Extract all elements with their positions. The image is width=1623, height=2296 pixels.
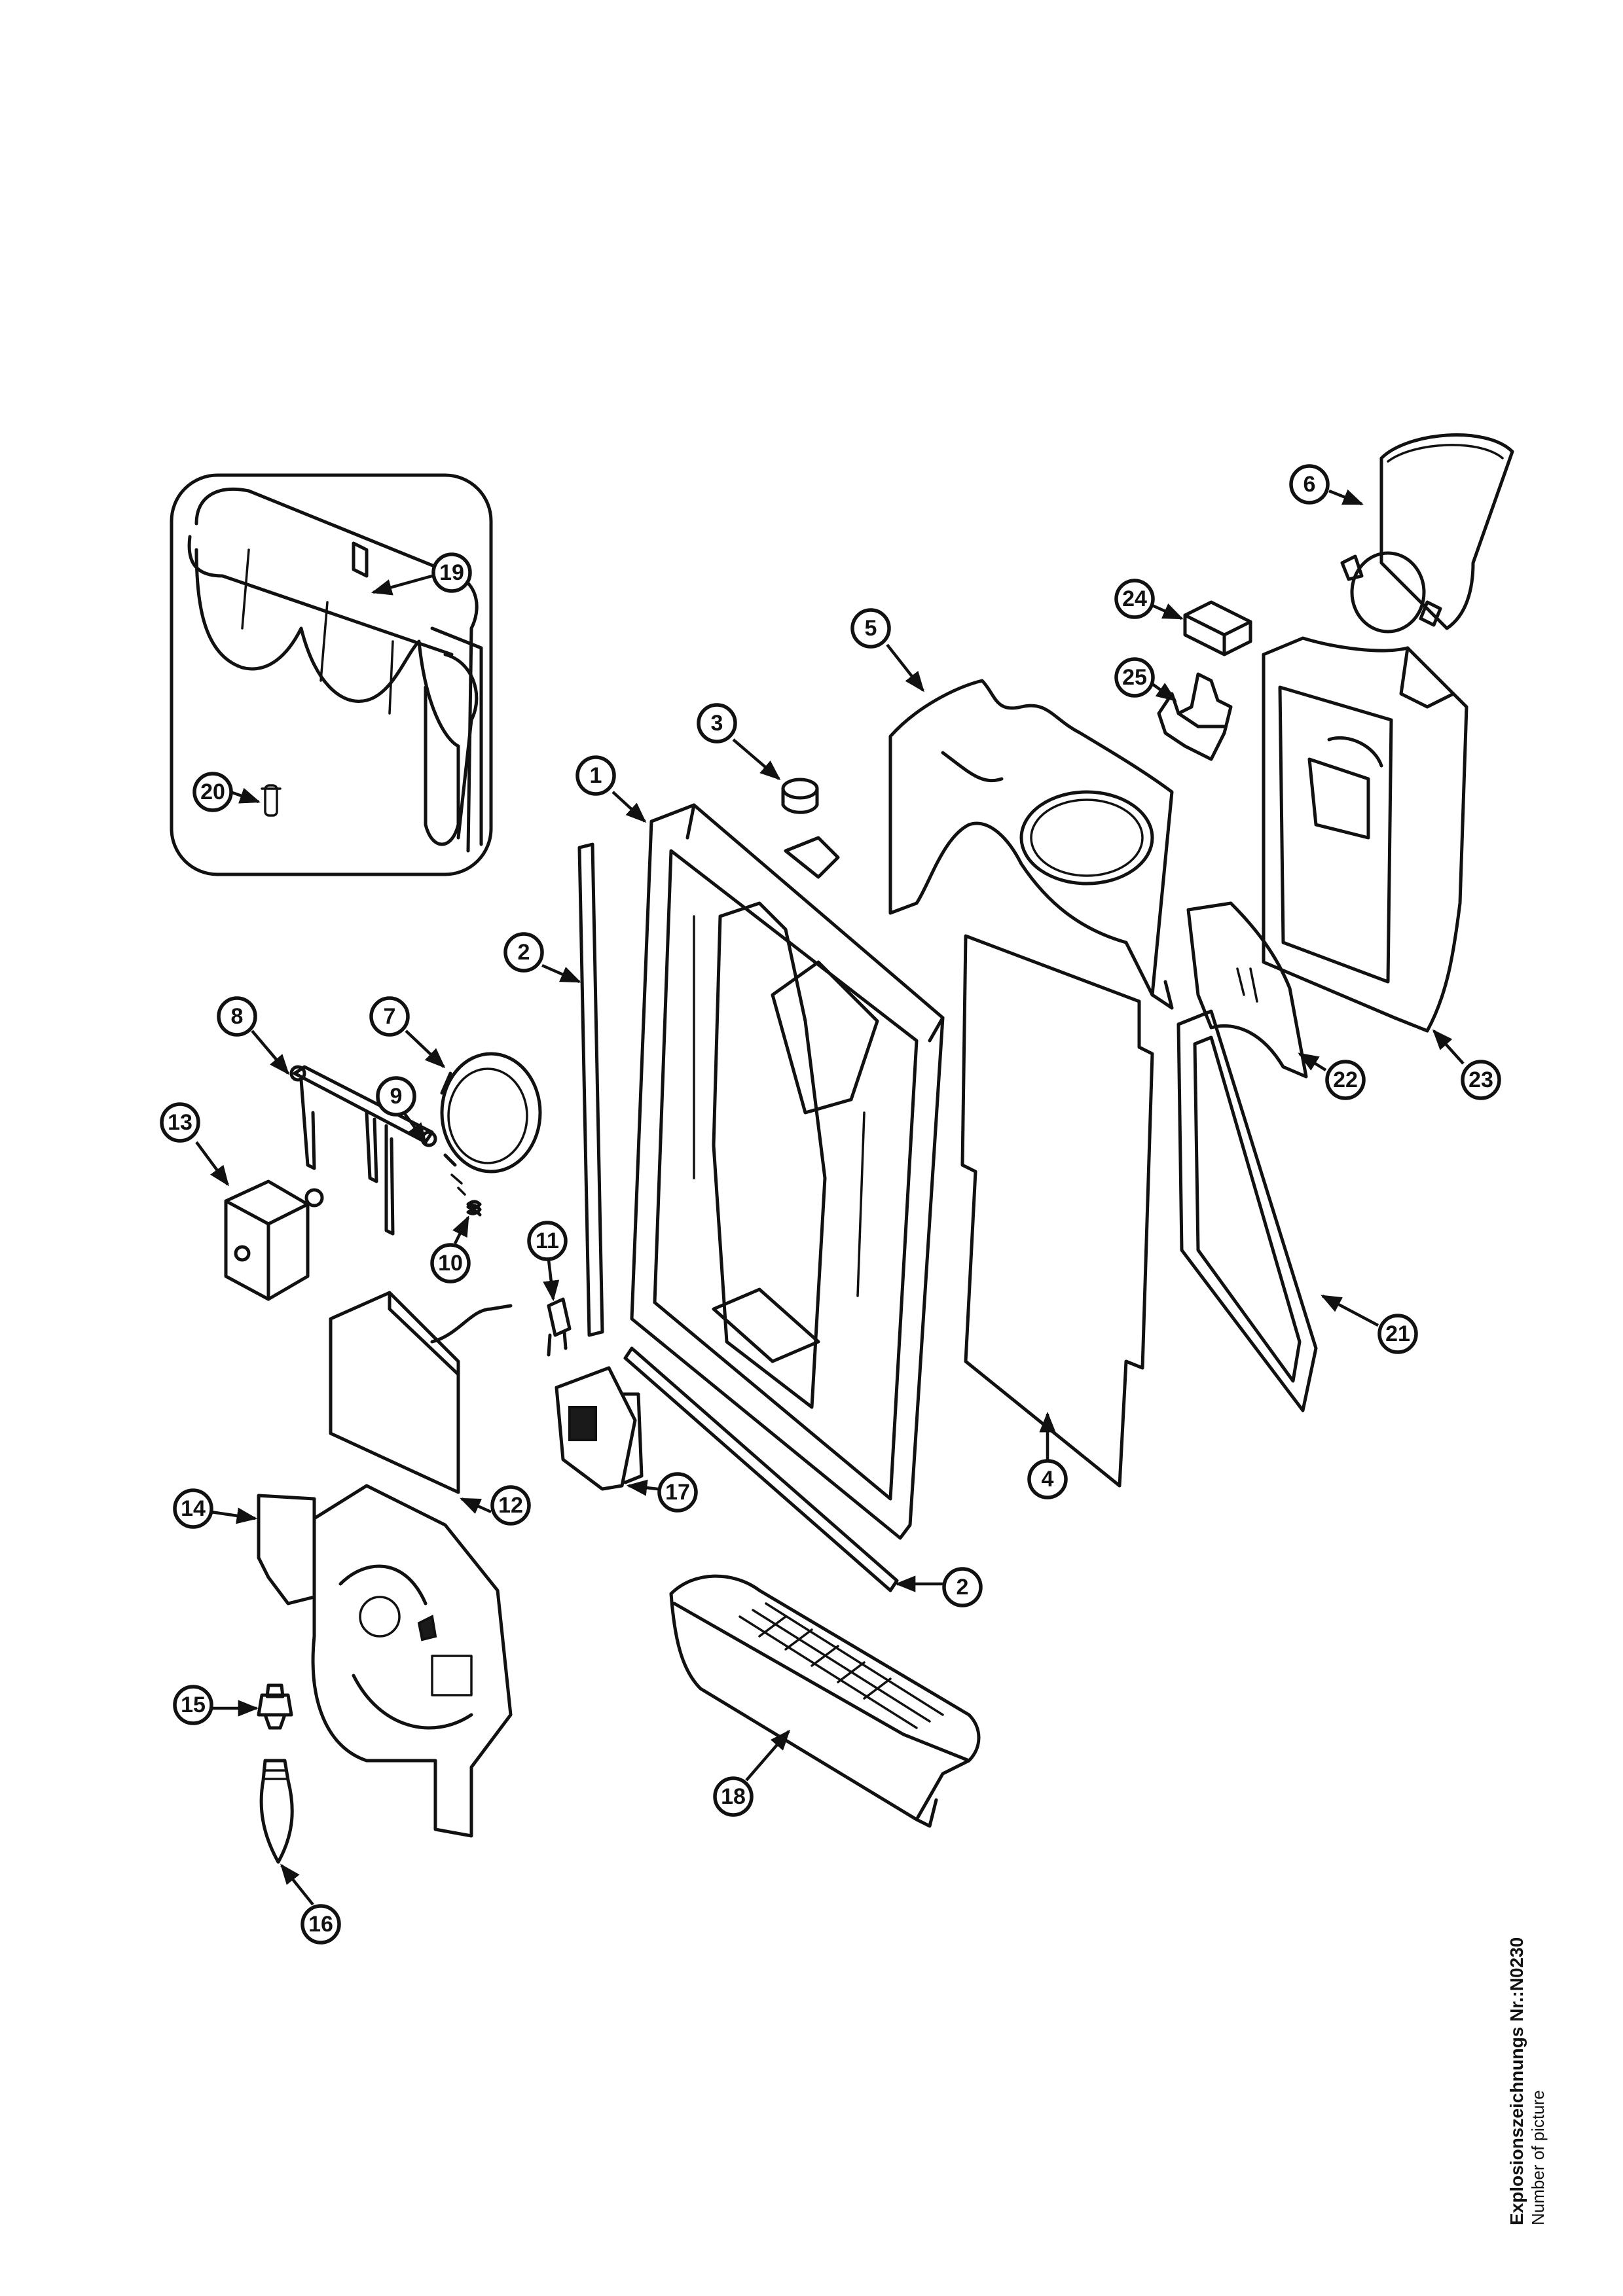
callout-22: 22: [1325, 1060, 1366, 1100]
svg-text:2: 2: [957, 1575, 969, 1600]
callout-10: 10: [430, 1243, 471, 1283]
part-dispenser-housing: [1262, 636, 1468, 1033]
callout-2b: 2: [942, 1567, 983, 1607]
svg-text:7: 7: [384, 1004, 396, 1029]
svg-text:17: 17: [665, 1480, 690, 1505]
part-shaped-gasket: [888, 679, 1174, 1010]
svg-text:21: 21: [1385, 1321, 1410, 1346]
callout-6: 6: [1289, 464, 1330, 505]
callout-13: 13: [160, 1102, 200, 1143]
callout-11: 11: [527, 1221, 568, 1261]
caption: Explosionszeichnungs Nr.:N0230 Number of…: [1506, 1937, 1548, 2225]
callout-7: 7: [369, 996, 410, 1037]
part-lever-bar: [289, 1065, 437, 1236]
part-spring: [450, 1174, 482, 1217]
caption-title: Explosionszeichnungs Nr.:N0230: [1506, 1937, 1527, 2225]
callout-20: 20: [192, 772, 233, 812]
svg-text:19: 19: [439, 560, 464, 585]
callout-5: 5: [850, 608, 891, 649]
svg-text:25: 25: [1122, 665, 1147, 690]
svg-text:3: 3: [711, 711, 723, 736]
callout-14: 14: [173, 1488, 213, 1529]
svg-text:16: 16: [308, 1912, 333, 1937]
part-insulation-sheet: [960, 934, 1154, 1488]
part-nozzle: [259, 1759, 294, 1864]
svg-text:22: 22: [1333, 1067, 1358, 1092]
part-actuator-paddle: [555, 1366, 644, 1491]
callout-17: 17: [657, 1472, 698, 1513]
part-dispenser-frame: [630, 803, 945, 1540]
svg-text:12: 12: [498, 1493, 523, 1518]
callout-1: 1: [575, 755, 616, 796]
part-small-switch: [547, 1297, 572, 1357]
svg-text:20: 20: [200, 780, 225, 804]
svg-text:13: 13: [168, 1110, 192, 1135]
callout-15: 15: [173, 1685, 213, 1725]
part-round-cover: [440, 1052, 542, 1174]
svg-text:14: 14: [181, 1496, 206, 1521]
part-trim-strip-vertical: [577, 842, 604, 1337]
svg-text:24: 24: [1122, 586, 1147, 611]
svg-text:10: 10: [438, 1251, 463, 1276]
callout-3: 3: [697, 703, 737, 744]
svg-text:5: 5: [865, 616, 877, 641]
callout-4: 4: [1027, 1459, 1068, 1499]
callout-8: 8: [217, 996, 257, 1037]
svg-text:18: 18: [721, 1784, 746, 1809]
callout-24: 24: [1114, 579, 1155, 619]
part-deflector: [1186, 901, 1308, 1079]
svg-text:11: 11: [536, 1229, 559, 1253]
svg-text:23: 23: [1468, 1067, 1493, 1092]
leader-lines: [195, 489, 1465, 1906]
caption-subtitle: Number of picture: [1527, 2090, 1548, 2225]
callout-23: 23: [1461, 1060, 1501, 1100]
part-motor-housing: [257, 1484, 513, 1838]
svg-text:1: 1: [590, 763, 602, 788]
svg-text:6: 6: [1304, 472, 1316, 497]
svg-text:15: 15: [181, 1693, 206, 1717]
svg-text:4: 4: [1042, 1467, 1054, 1492]
part-solenoid: [224, 1179, 324, 1301]
part-valve: [257, 1683, 293, 1730]
svg-text:9: 9: [390, 1084, 403, 1109]
svg-text:8: 8: [231, 1004, 244, 1029]
part-plug: [781, 778, 819, 814]
callout-19: 19: [431, 552, 472, 593]
svg-text:2: 2: [518, 940, 530, 965]
callout-21: 21: [1377, 1314, 1418, 1354]
part-ice-chute-funnel: [1340, 433, 1514, 634]
callout-2a: 2: [503, 932, 544, 973]
callout-16: 16: [301, 1904, 341, 1945]
part-bracket-clip: [1157, 672, 1233, 761]
callout-18: 18: [713, 1776, 754, 1817]
part-circuit-board: [329, 1291, 513, 1494]
callout-9: 9: [376, 1076, 416, 1117]
part-drip-tray: [669, 1574, 981, 1828]
part-small-block: [1183, 600, 1252, 656]
callout-25: 25: [1114, 657, 1155, 698]
inset-panel: [170, 473, 493, 876]
callout-12: 12: [490, 1485, 531, 1526]
